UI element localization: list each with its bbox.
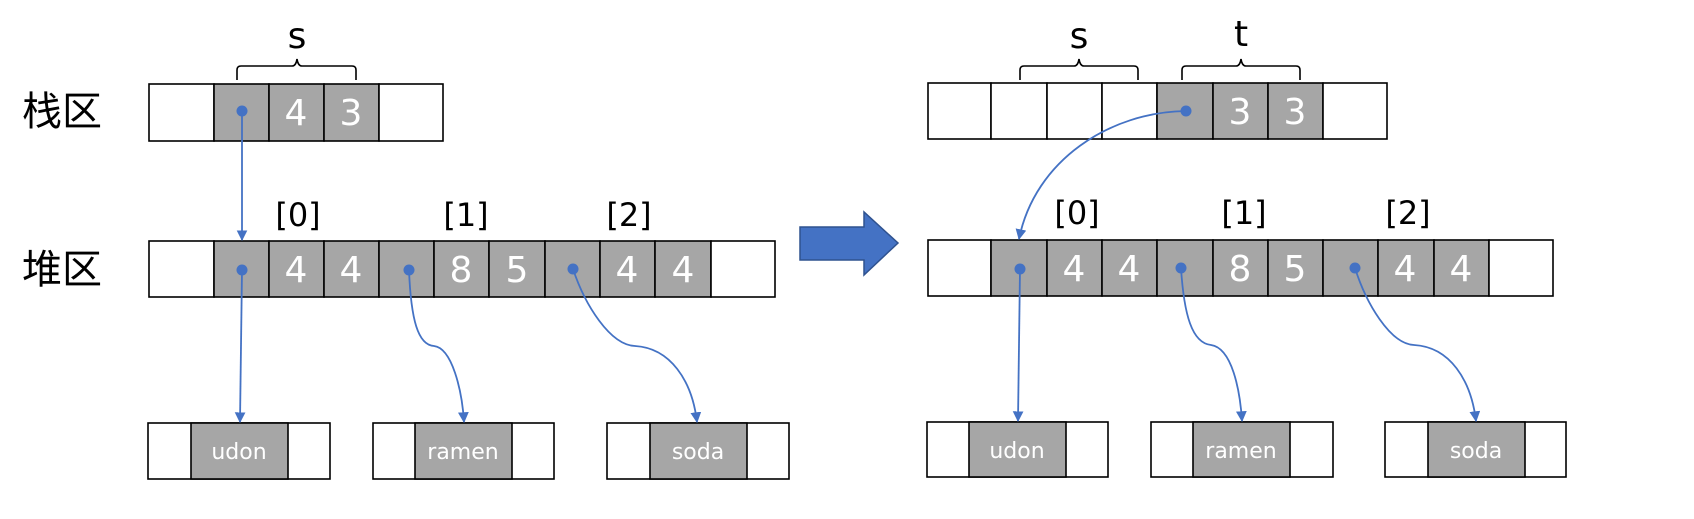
stack-value: 4 bbox=[285, 93, 308, 134]
string-value: udon bbox=[211, 440, 266, 465]
right-t-brace: t bbox=[1181, 14, 1301, 80]
pointer-arrow bbox=[572, 268, 702, 424]
string-value: soda bbox=[1450, 439, 1502, 464]
heap-cell bbox=[323, 240, 380, 298]
stack-cell-s-cap bbox=[1101, 82, 1158, 140]
right-var-t-label: t bbox=[1234, 14, 1248, 55]
right-heap-row: 4 4 8 5 4 4 bbox=[927, 239, 1554, 297]
heap-cell bbox=[654, 240, 712, 298]
string-value: soda bbox=[672, 440, 724, 465]
pointer-arrow bbox=[234, 269, 246, 424]
stack-value: 3 bbox=[1284, 92, 1307, 133]
heap-cell bbox=[488, 240, 546, 298]
heap-value: 4 bbox=[285, 250, 308, 291]
heap-cell bbox=[1267, 239, 1324, 297]
heap-region-label: 堆区 bbox=[22, 247, 102, 293]
stack-value: 3 bbox=[340, 93, 363, 134]
left-diagram: 栈区 堆区 s 4 3 [0] [1] [2] bbox=[22, 16, 790, 480]
heap-cell-empty bbox=[148, 240, 215, 298]
right-stack-row: 3 3 bbox=[927, 82, 1388, 140]
stack-cell-empty bbox=[1322, 82, 1388, 140]
string-value: udon bbox=[989, 439, 1044, 464]
heap-value: 4 bbox=[1450, 249, 1473, 290]
string-value: ramen bbox=[427, 440, 498, 465]
heap-cell bbox=[599, 240, 656, 298]
left-string-udon: udon bbox=[147, 422, 331, 480]
left-string-ramen: ramen bbox=[372, 422, 555, 480]
heap-cell bbox=[1433, 239, 1490, 297]
heap-cell bbox=[1212, 239, 1269, 297]
heap-value: 4 bbox=[616, 250, 639, 291]
left-stack-row: 4 3 bbox=[148, 83, 444, 142]
stack-cell-empty bbox=[148, 83, 215, 142]
stack-cell-cap bbox=[323, 83, 380, 142]
heap-value: 4 bbox=[672, 250, 695, 291]
index-label: [0] bbox=[1054, 194, 1099, 232]
heap-value: 4 bbox=[340, 250, 363, 291]
stack-cell-len bbox=[268, 83, 325, 142]
heap-value: 4 bbox=[1063, 249, 1086, 290]
index-label: [1] bbox=[1221, 194, 1266, 232]
right-string-udon: udon bbox=[926, 421, 1109, 478]
stack-cell-empty bbox=[927, 82, 992, 140]
index-label: [0] bbox=[275, 196, 320, 234]
heap-value: 5 bbox=[506, 250, 529, 291]
heap-cell bbox=[268, 240, 325, 298]
pointer-arrow bbox=[408, 269, 469, 424]
string-value: ramen bbox=[1205, 439, 1276, 464]
right-var-s-label: s bbox=[1070, 16, 1089, 57]
pointer-arrow bbox=[1012, 268, 1024, 423]
heap-cell-empty bbox=[1488, 239, 1554, 297]
transition-arrow-icon bbox=[799, 210, 900, 277]
right-diagram: s t 3 3 [0] [1] [2] bbox=[926, 14, 1567, 478]
left-s-brace: s bbox=[236, 16, 357, 80]
left-var-s-label: s bbox=[288, 16, 307, 57]
heap-cell-empty bbox=[927, 239, 992, 297]
right-s-brace: s bbox=[1019, 16, 1139, 80]
stack-cell-s-len bbox=[1046, 82, 1103, 140]
heap-value: 8 bbox=[450, 250, 473, 291]
index-label: [2] bbox=[1385, 194, 1430, 232]
stack-region-label: 栈区 bbox=[22, 89, 102, 135]
right-string-soda: soda bbox=[1384, 421, 1567, 478]
heap-cell bbox=[433, 240, 490, 298]
stack-cell-t-len bbox=[1212, 82, 1269, 140]
pointer-arrow bbox=[1180, 267, 1247, 423]
index-label: [1] bbox=[443, 196, 488, 234]
heap-value: 8 bbox=[1229, 249, 1252, 290]
right-string-ramen: ramen bbox=[1150, 421, 1334, 478]
stack-value: 3 bbox=[1229, 92, 1252, 133]
heap-cell-empty bbox=[710, 240, 776, 298]
stack-cell-empty bbox=[378, 83, 444, 142]
index-label: [2] bbox=[606, 196, 651, 234]
heap-value: 4 bbox=[1394, 249, 1417, 290]
heap-value: 5 bbox=[1284, 249, 1307, 290]
stack-cell-s-pointer bbox=[990, 82, 1048, 140]
left-string-soda: soda bbox=[606, 422, 790, 480]
heap-cell-pointer bbox=[378, 240, 435, 298]
heap-value: 4 bbox=[1118, 249, 1141, 290]
heap-cell bbox=[1101, 239, 1158, 297]
pointer-arrow bbox=[1015, 110, 1187, 241]
pointer-arrow bbox=[1354, 267, 1481, 423]
